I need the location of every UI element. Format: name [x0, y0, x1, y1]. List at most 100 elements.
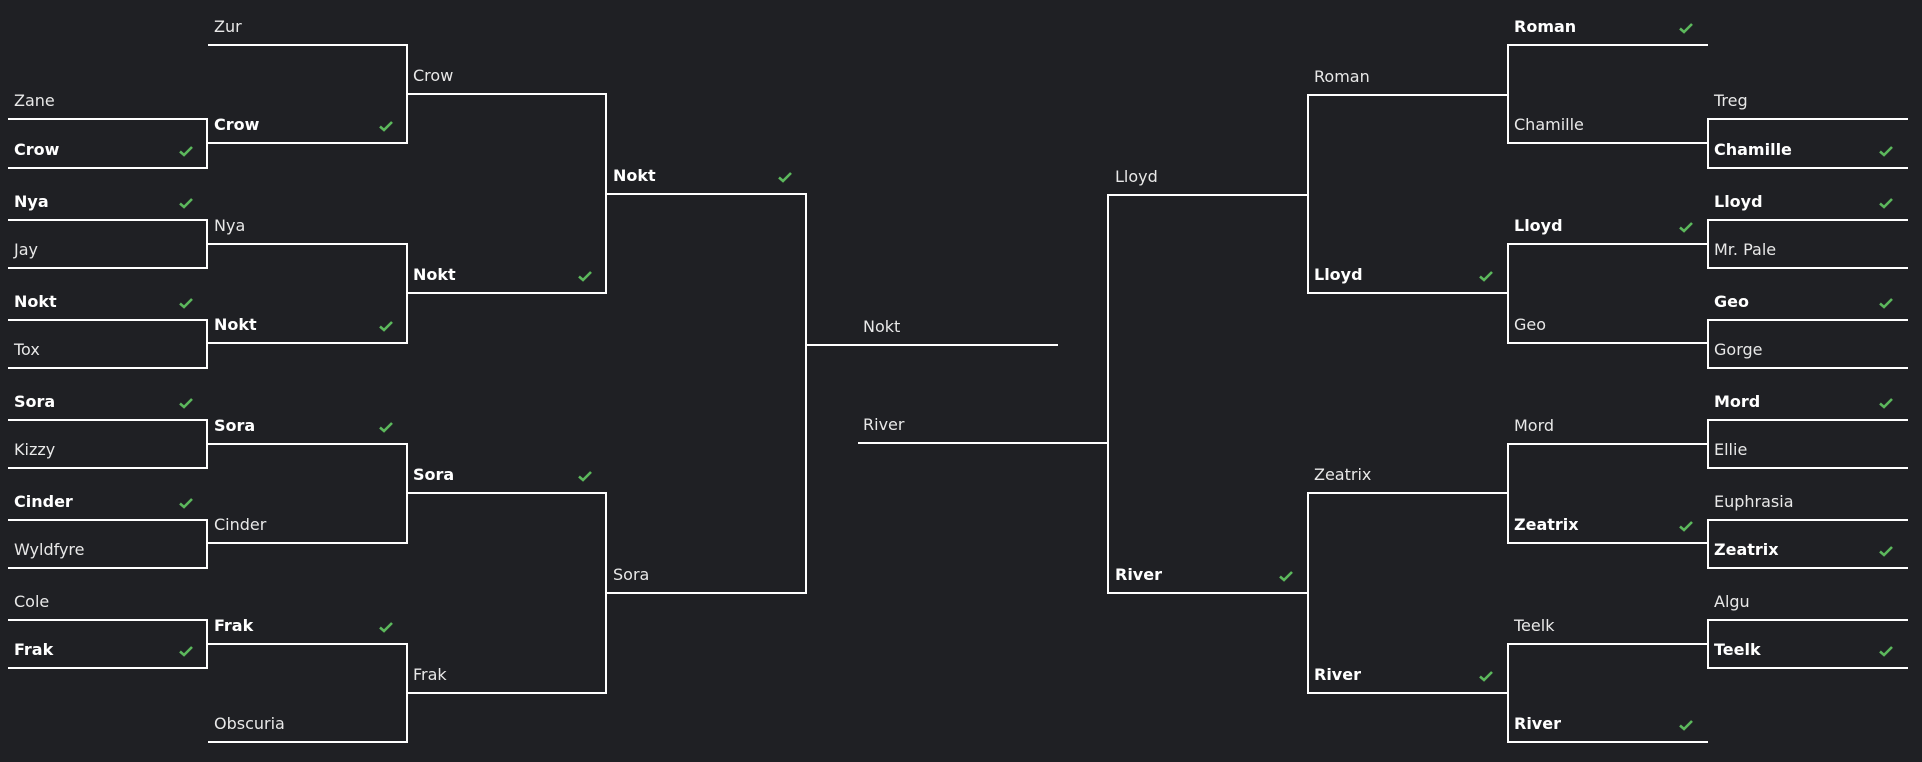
connector-line — [206, 118, 208, 169]
bracket-slot[interactable]: Cinder — [208, 504, 408, 544]
check-icon — [179, 646, 193, 657]
bracket-slot[interactable]: Sora — [208, 405, 408, 445]
player-name: Lloyd — [1714, 192, 1763, 211]
player-name: Nokt — [413, 265, 456, 284]
check-icon — [1879, 546, 1893, 557]
bracket-slot[interactable]: Zeatrix — [1508, 504, 1708, 544]
check-icon — [1679, 720, 1693, 731]
player-name: Treg — [1714, 91, 1748, 110]
bracket-slot[interactable]: Nokt — [607, 155, 807, 195]
bracket-slot[interactable]: Crow — [8, 129, 208, 169]
bracket-slot[interactable]: Zeatrix — [1308, 454, 1508, 494]
bracket-slot[interactable]: Mr. Pale — [1708, 229, 1908, 269]
player-name: Geo — [1514, 315, 1547, 334]
player-name: Frak — [413, 665, 447, 684]
bracket-slot[interactable]: Nya — [8, 181, 208, 221]
check-icon — [1879, 646, 1893, 657]
bracket-slot[interactable]: Chamille — [1708, 129, 1908, 169]
bracket-slot[interactable]: Frak — [407, 654, 607, 694]
connector-line — [1107, 194, 1109, 594]
connector-line — [1707, 319, 1709, 369]
bracket-slot[interactable]: Cole — [8, 581, 208, 621]
player-name: Frak — [214, 616, 254, 635]
bracket-slot[interactable]: Nokt — [8, 281, 208, 321]
bracket-slot[interactable]: Crow — [407, 55, 607, 95]
bracket-slot[interactable]: Tox — [8, 329, 208, 369]
bracket-slot[interactable]: Nokt — [407, 254, 607, 294]
player-name: Lloyd — [1314, 265, 1363, 284]
bracket-slot[interactable]: Geo — [1508, 304, 1708, 344]
bracket-slot[interactable]: Gorge — [1708, 329, 1908, 369]
bracket-slot[interactable]: Frak — [8, 629, 208, 669]
bracket-slot[interactable]: Ellie — [1708, 429, 1908, 469]
player-name: Ellie — [1714, 440, 1748, 459]
bracket-slot[interactable]: River — [1109, 554, 1308, 594]
bracket-slot[interactable]: Crow — [208, 104, 408, 144]
player-name: Lloyd — [1115, 167, 1158, 186]
bracket-slot[interactable]: Nokt — [208, 304, 408, 344]
connector-line — [1507, 44, 1509, 144]
check-icon — [1879, 298, 1893, 309]
bracket-slot[interactable]: Sora — [8, 381, 208, 421]
player-name: Cole — [14, 592, 50, 611]
bracket-slot[interactable]: Frak — [208, 605, 408, 645]
bracket-slot[interactable]: Lloyd — [1109, 156, 1308, 196]
bracket-slot[interactable]: Nya — [208, 205, 408, 245]
bracket-slot[interactable]: Jay — [8, 229, 208, 269]
player-name: Frak — [14, 640, 54, 659]
player-name: Jay — [14, 240, 38, 259]
bracket-slot[interactable]: Chamille — [1508, 104, 1708, 144]
final-slot-top[interactable]: Nokt — [807, 306, 1058, 346]
player-name: Chamille — [1514, 115, 1584, 134]
bracket-slot[interactable]: Cinder — [8, 481, 208, 521]
check-icon — [379, 422, 393, 433]
bracket-slot[interactable]: Wyldfyre — [8, 529, 208, 569]
bracket-slot[interactable]: Zeatrix — [1708, 529, 1908, 569]
connector-line — [1707, 219, 1709, 269]
bracket-slot[interactable]: Sora — [407, 454, 607, 494]
player-name: Crow — [214, 115, 260, 134]
final-slot-bottom[interactable]: River — [858, 404, 1109, 444]
check-icon — [379, 622, 393, 633]
bracket-slot[interactable]: Roman — [1508, 6, 1708, 46]
player-name: Teelk — [1514, 616, 1555, 635]
player-name: Zeatrix — [1314, 465, 1372, 484]
bracket-slot[interactable]: River — [1308, 654, 1508, 694]
player-name: Nya — [214, 216, 246, 235]
bracket-slot[interactable]: Zane — [8, 80, 208, 120]
connector-line — [605, 492, 607, 694]
bracket-slot[interactable]: Kizzy — [8, 429, 208, 469]
bracket-slot[interactable]: Teelk — [1708, 629, 1908, 669]
bracket-slot[interactable]: Roman — [1308, 56, 1508, 96]
player-name: Geo — [1714, 292, 1749, 311]
connector-line — [1507, 643, 1509, 743]
connector-line — [206, 419, 208, 469]
check-icon — [1479, 271, 1493, 282]
bracket-slot[interactable]: Lloyd — [1508, 205, 1708, 245]
bracket-slot[interactable]: Teelk — [1508, 605, 1708, 645]
connector-line — [206, 519, 208, 569]
bracket-slot[interactable]: River — [1508, 703, 1708, 743]
check-icon — [1879, 146, 1893, 157]
bracket-slot[interactable]: Euphrasia — [1708, 481, 1908, 521]
player-name: Nya — [14, 192, 49, 211]
bracket-slot[interactable]: Lloyd — [1708, 181, 1908, 221]
bracket-slot[interactable]: Mord — [1708, 381, 1908, 421]
connector-line — [1307, 492, 1309, 694]
check-icon — [1679, 222, 1693, 233]
check-icon — [1479, 671, 1493, 682]
connector-line — [1507, 243, 1509, 344]
player-name: Zur — [214, 17, 242, 36]
connector-line — [206, 619, 208, 669]
bracket-slot[interactable]: Lloyd — [1308, 254, 1508, 294]
bracket-slot[interactable]: Sora — [607, 554, 807, 594]
bracket-slot[interactable]: Obscuria — [208, 703, 408, 743]
bracket-slot[interactable]: Treg — [1708, 80, 1908, 120]
player-name: Wyldfyre — [14, 540, 85, 559]
check-icon — [1879, 398, 1893, 409]
bracket-slot[interactable]: Geo — [1708, 281, 1908, 321]
bracket-slot[interactable]: Mord — [1508, 405, 1708, 445]
check-icon — [179, 398, 193, 409]
bracket-slot[interactable]: Algu — [1708, 581, 1908, 621]
bracket-slot[interactable]: Zur — [208, 6, 408, 46]
